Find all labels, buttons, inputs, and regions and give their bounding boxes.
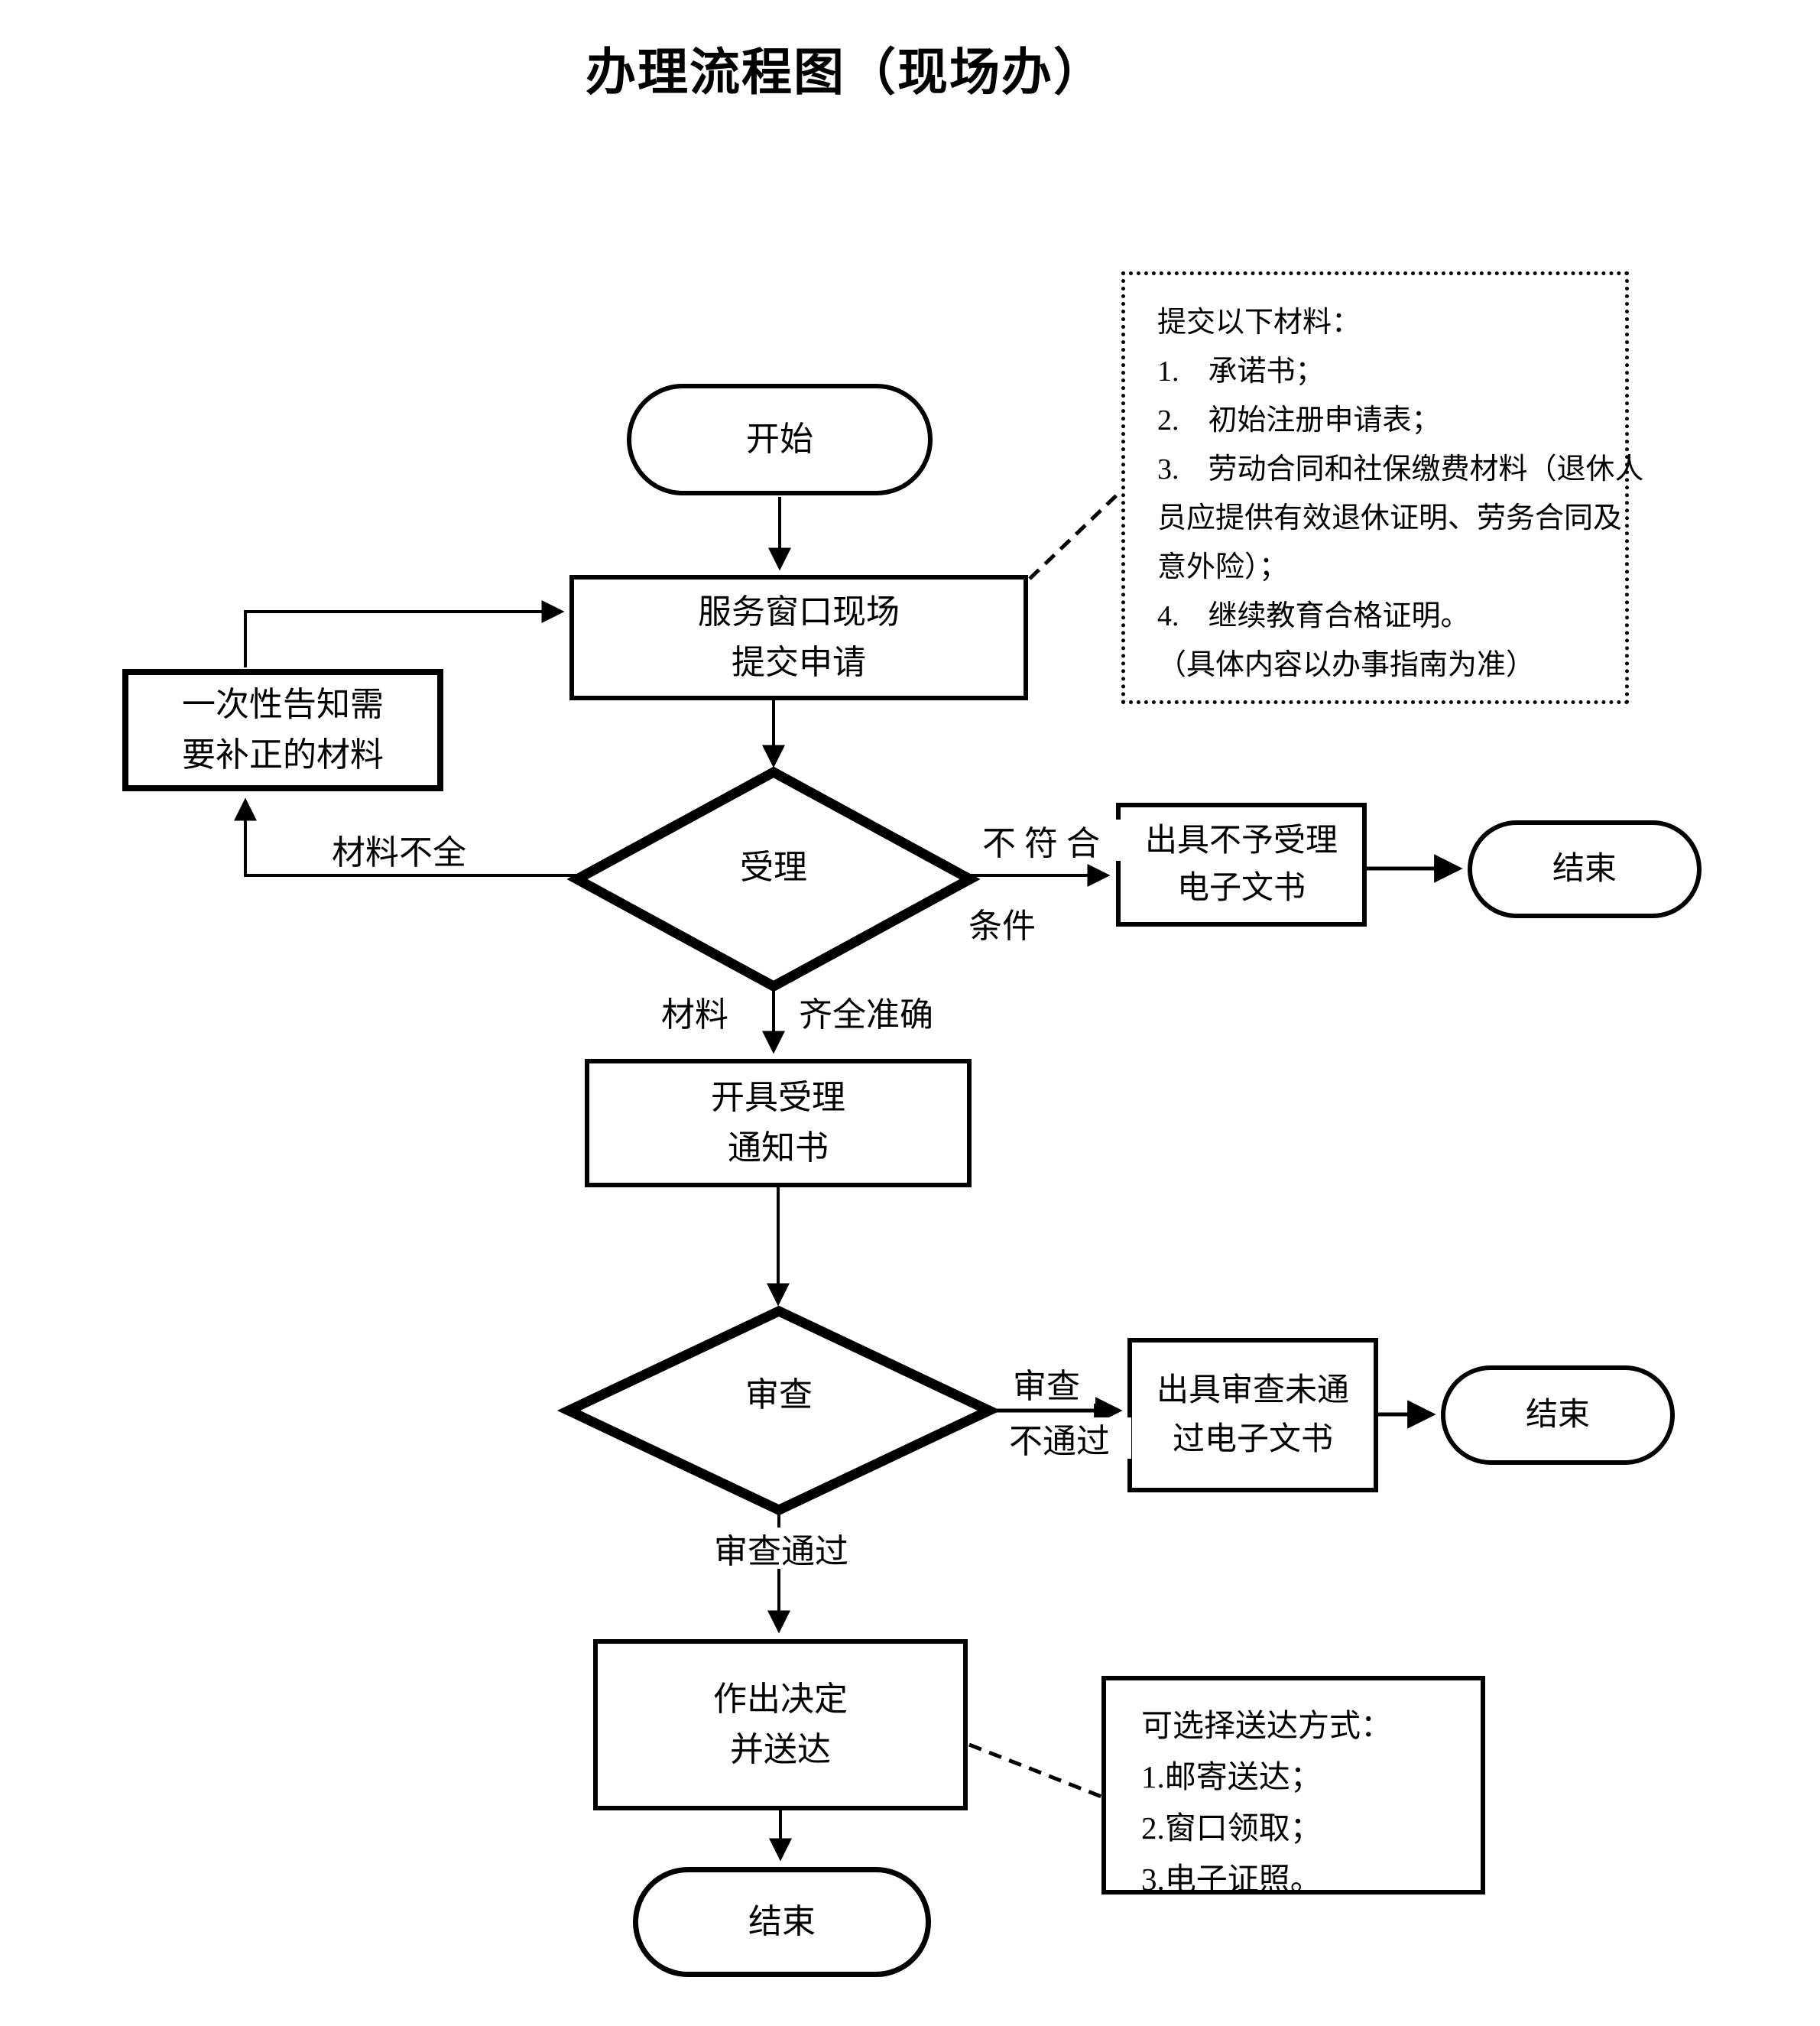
node-submit-line1: 服务窗口现场 bbox=[698, 593, 900, 631]
decision-review-label: 审查 bbox=[745, 1376, 813, 1414]
annotation-line: 员应提供有效退休证明、劳务合同及 bbox=[1157, 502, 1623, 534]
annotation-line: 3. 劳动合同和社保缴费材料（退休人 bbox=[1157, 453, 1644, 485]
edge-label-complete-line2: 齐全准确 bbox=[790, 991, 942, 1034]
annotation-line: 3.电子证照。 bbox=[1141, 1862, 1322, 1897]
annotation-line: 提交以下材料： bbox=[1157, 307, 1361, 339]
node-reject-doc: 出具不予受理 电子文书 bbox=[1116, 803, 1367, 927]
node-end-1-label: 结束 bbox=[1552, 852, 1617, 887]
node-start: 开始 bbox=[627, 384, 933, 495]
edge-dashed-submit-to-materials-note bbox=[1028, 488, 1124, 580]
annotation-line: 2. 初始注册申请表； bbox=[1157, 404, 1441, 437]
node-end-2: 结束 bbox=[1441, 1365, 1675, 1465]
edge-label-review-fail-line2: 不通过 bbox=[988, 1417, 1131, 1460]
node-issue-notice-line2: 通知书 bbox=[728, 1129, 829, 1167]
node-end-3-label: 结束 bbox=[748, 1903, 816, 1940]
node-review-fail-doc: 出具审查未通 过电子文书 bbox=[1127, 1338, 1378, 1492]
edge-label-not-meet-line2: 条件 bbox=[957, 902, 1047, 945]
node-decide: 作出决定 并送达 bbox=[593, 1639, 968, 1810]
node-end-2-label: 结束 bbox=[1525, 1398, 1590, 1433]
node-end-3: 结束 bbox=[633, 1867, 931, 1977]
edge-label-materials-incomplete: 材料不全 bbox=[321, 829, 477, 872]
node-review-fail-doc-line2: 过电子文书 bbox=[1172, 1422, 1333, 1457]
edge-label-not-meet-line1: 不 符 合 bbox=[954, 820, 1128, 862]
node-end-1: 结束 bbox=[1468, 820, 1702, 918]
decision-accept-shape bbox=[566, 766, 981, 992]
edge-label-review-pass: 审查通过 bbox=[686, 1528, 876, 1570]
node-reject-doc-line2: 电子文书 bbox=[1176, 871, 1306, 906]
annotation-line: 可选择送达方式： bbox=[1141, 1708, 1392, 1743]
node-start-label: 开始 bbox=[746, 420, 813, 458]
edge-dashed-decide-to-delivery-note bbox=[968, 1742, 1102, 1799]
node-issue-notice-line1: 开具受理 bbox=[711, 1079, 845, 1116]
node-notify-line1: 一次性告知需 bbox=[182, 686, 384, 723]
edge-label-review-fail-line1: 审查 bbox=[998, 1362, 1095, 1405]
annotation-materials-note: 提交以下材料： 1. 承诺书； 2. 初始注册申请表； 3. 劳动合同和社保缴费… bbox=[1121, 271, 1644, 704]
annotation-line: 2.窗口领取； bbox=[1141, 1810, 1322, 1846]
annotation-delivery-note: 可选择送达方式： 1.邮寄送达； 2.窗口领取； 3.电子证照。 bbox=[1101, 1676, 1485, 1897]
edge-label-complete-line1: 材料 bbox=[646, 991, 744, 1034]
edge-accept-to-notify bbox=[234, 797, 579, 877]
edge-notify-to-submit bbox=[244, 600, 565, 667]
node-submit: 服务窗口现场 提交申请 bbox=[569, 575, 1028, 700]
decision-accept-label: 受理 bbox=[740, 849, 807, 886]
annotation-line: 意外险）； bbox=[1157, 551, 1289, 583]
annotation-line: 1. 承诺书； bbox=[1157, 356, 1325, 388]
node-review-fail-doc-line1: 出具审查未通 bbox=[1156, 1373, 1349, 1408]
annotation-line: （具体内容以办事指南为准） bbox=[1157, 649, 1536, 681]
decision-review-shape bbox=[556, 1305, 1001, 1516]
node-reject-doc-line1: 出具不予受理 bbox=[1144, 823, 1338, 859]
node-issue-notice: 开具受理 通知书 bbox=[585, 1059, 972, 1187]
page-title: 办理流程图（现场办） bbox=[586, 45, 1105, 101]
annotation-line: 4. 继续教育合格证明。 bbox=[1157, 600, 1470, 632]
node-notify-line2: 要补正的材料 bbox=[182, 736, 384, 774]
node-notify: 一次性告知需 要补正的材料 bbox=[122, 669, 443, 791]
node-decide-line2: 并送达 bbox=[730, 1731, 831, 1768]
node-submit-line2: 提交申请 bbox=[732, 644, 866, 681]
annotation-line: 1.邮寄送达； bbox=[1141, 1759, 1322, 1794]
node-decide-line1: 作出决定 bbox=[713, 1680, 848, 1718]
